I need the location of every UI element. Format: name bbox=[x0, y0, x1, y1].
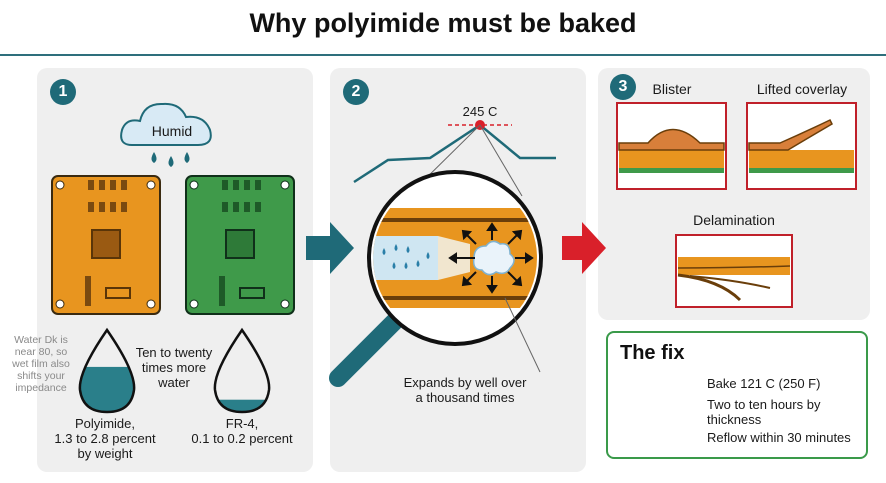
polyimide-label: Polyimide, bbox=[75, 416, 135, 431]
polyimide-board-icon bbox=[51, 175, 161, 315]
rain-drops-icon bbox=[151, 152, 190, 167]
fr4-water-drop-icon bbox=[213, 327, 271, 414]
step-badge-2: 2 bbox=[343, 79, 369, 105]
fix-item-1: Bake 121 C (250 F) bbox=[707, 376, 821, 391]
humid-label: Humid bbox=[151, 123, 193, 139]
blister-illustration bbox=[616, 102, 727, 190]
magnifier-icon bbox=[329, 170, 543, 387]
expansion-label-line2: a thousand times bbox=[415, 390, 515, 405]
fix-item-2: Two to ten hours by thickness bbox=[707, 397, 821, 427]
fr4-label: FR-4, bbox=[225, 416, 259, 431]
polyimide-unit: by weight bbox=[77, 446, 133, 461]
ratio-label: Ten to twenty times more water bbox=[135, 345, 213, 390]
peak-temperature-label: 245 C bbox=[462, 104, 498, 119]
polyimide-range: 1.3 to 2.8 percent bbox=[54, 431, 156, 446]
side-note: Water Dk is near 80, so wet film also sh… bbox=[12, 334, 70, 394]
page-title: Why polyimide must be baked bbox=[249, 8, 637, 38]
fr4-board-icon bbox=[185, 175, 295, 315]
lifted-coverlay-label: Lifted coverlay bbox=[756, 81, 848, 97]
fix-item-3: Reflow within 30 minutes bbox=[707, 430, 851, 445]
step-badge-3: 3 bbox=[610, 74, 636, 100]
lifted-coverlay-illustration bbox=[746, 102, 857, 190]
failure-arrow-icon bbox=[562, 222, 606, 274]
fr4-range: 0.1 to 0.2 percent bbox=[191, 431, 293, 446]
humid-cloud-icon bbox=[120, 102, 212, 146]
delamination-illustration bbox=[675, 234, 793, 308]
blister-label: Blister bbox=[652, 81, 692, 97]
step-badge-1: 1 bbox=[50, 79, 76, 105]
title-rule bbox=[0, 54, 886, 56]
delamination-label: Delamination bbox=[693, 212, 775, 228]
fix-box bbox=[606, 331, 868, 459]
polyimide-water-drop-icon bbox=[78, 327, 136, 414]
flow-arrow-icon bbox=[306, 222, 354, 274]
expansion-label-line1: Expands by well over bbox=[403, 375, 527, 390]
fix-title: The fix bbox=[620, 342, 685, 364]
